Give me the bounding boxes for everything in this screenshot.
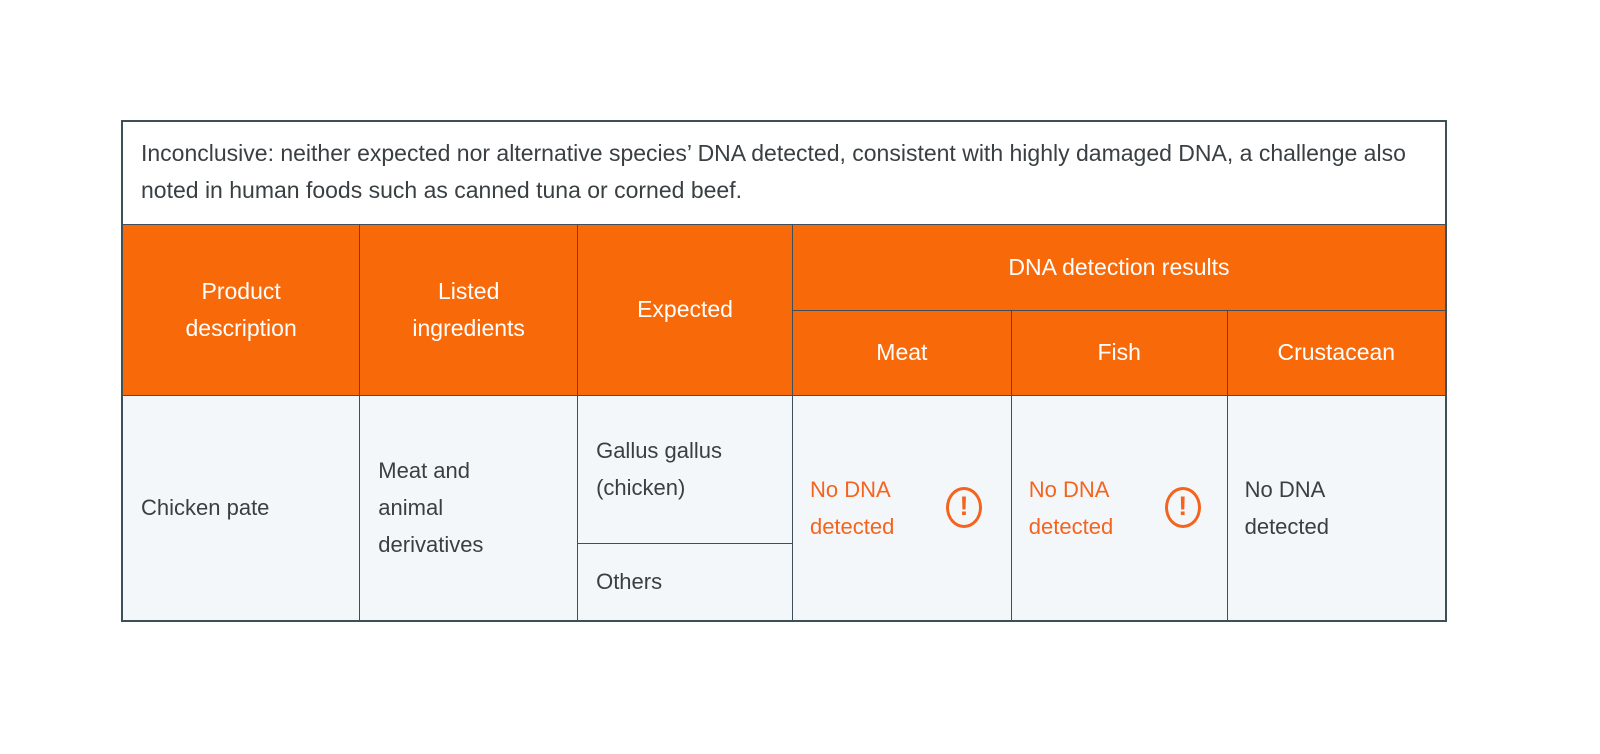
table-row-expected-others: Others [122,542,1446,622]
warning-icon: ! [1164,487,1201,529]
cell-result-crustacean: No DNA detected [1226,394,1447,622]
result-fish-text: No DNA detected [1028,476,1114,539]
result-meat: No DNA detected ! [810,471,1003,545]
result-fish: No DNA detected ! [1029,471,1219,545]
table-row: Chicken pate Meat and animal derivatives… [121,394,1447,622]
warning-icon: ! [945,487,982,529]
inconclusive-note: Inconclusive: neither expected nor alter… [121,120,1447,225]
result-crustacean: No DNA detected [1245,471,1437,545]
cell-result-fish: No DNA detected ! [1010,394,1228,622]
header-row-sub: Meat Fish Crustacean [122,309,1447,396]
cell-product-description: Chicken pate [121,394,361,622]
col-header-meat: Meat [791,309,1012,396]
cell-result-meat: No DNA detected ! [791,394,1012,622]
col-header-listed-ingredients: Listed ingredients [359,223,579,396]
col-header-expected: Expected [577,223,793,396]
cell-expected-secondary: Others [577,542,793,622]
cell-listed-ingredients: Meat and animal derivatives [359,394,579,622]
col-header-product-description: Product description [121,223,361,396]
col-header-dna-detection-results: DNA detection results [791,223,1447,311]
col-header-fish: Fish [1010,309,1228,396]
cell-expected-primary: Gallus gallus (chicken) [577,394,793,544]
note-row: Inconclusive: neither expected nor alter… [121,120,1447,225]
result-meat-text: No DNA detected [809,476,895,539]
dna-results-table-wrap: Inconclusive: neither expected nor alter… [121,120,1447,622]
col-header-crustacean: Crustacean [1226,309,1447,396]
dna-results-table: Inconclusive: neither expected nor alter… [121,120,1447,622]
result-crustacean-text: No DNA detected [1244,476,1329,539]
header-row-top: Product description Listed ingredients E… [121,223,1447,396]
